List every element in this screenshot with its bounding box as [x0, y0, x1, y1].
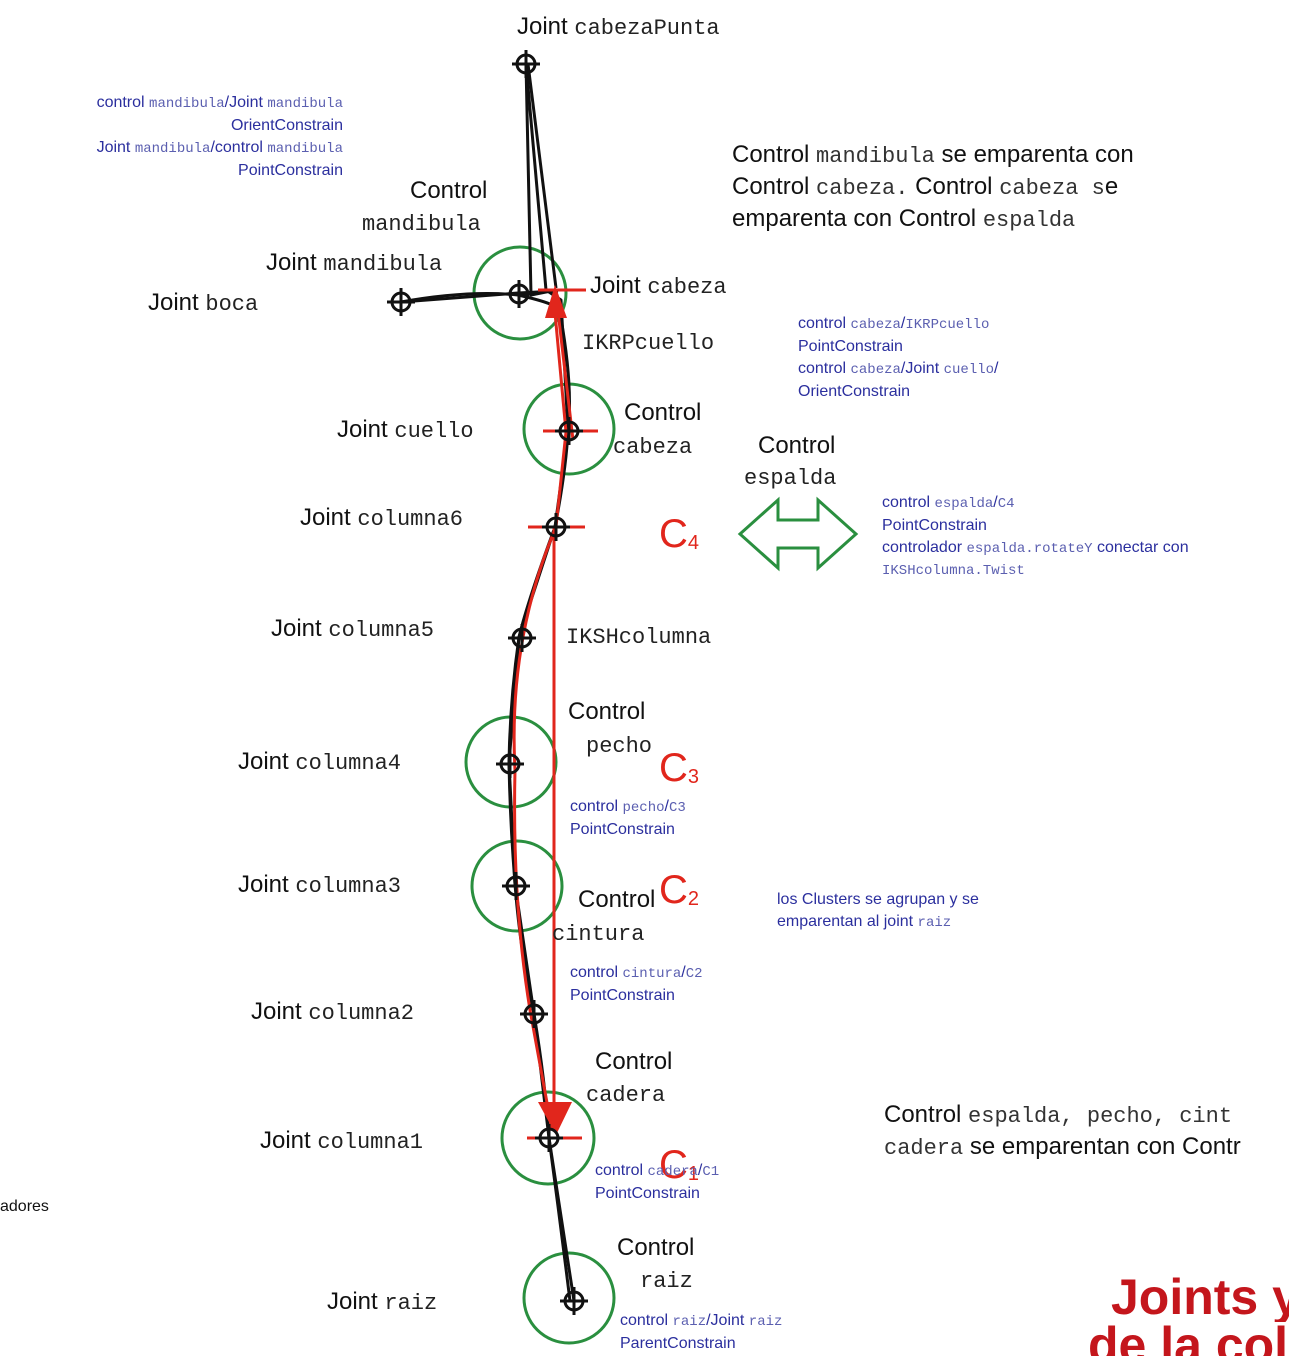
control-label-cadera-word: Control	[595, 1048, 673, 1075]
control-label-cabeza-name: cabeza	[613, 435, 693, 460]
control-circle-raiz[interactable]	[522, 1251, 616, 1345]
control-label-cintura-name: cintura	[552, 922, 645, 947]
joint-word: Joint	[327, 1288, 378, 1315]
joint-name: mandibula	[323, 252, 443, 277]
joint-label-cuello: Joint cuello	[337, 418, 474, 443]
joint-columna6-symbol[interactable]	[540, 511, 572, 543]
ik-handle-rp-label: IKRPcuello	[582, 331, 715, 356]
joint-name: cabezaPunta	[574, 16, 720, 41]
note-cabeza-constraints: control cabeza/IKRPcuello PointConstrain…	[798, 315, 999, 400]
control-label-cadera-name: cadera	[586, 1083, 666, 1108]
joint-label-columna2: Joint columna2	[251, 1000, 414, 1025]
joint-label-raiz: Joint raiz	[327, 1290, 437, 1315]
joint-cuello-symbol[interactable]	[553, 415, 585, 447]
joint-word: Joint	[260, 1127, 311, 1154]
control-espalda-double-arrow[interactable]	[737, 496, 859, 572]
joint-label-columna3: Joint columna3	[238, 873, 401, 898]
joint-raiz-symbol[interactable]	[558, 1285, 590, 1317]
joint-label-columna6: Joint columna6	[300, 506, 463, 531]
joint-columna3-symbol[interactable]	[500, 870, 532, 902]
joint-label-cabezaPunta: Joint cabezaPunta	[517, 15, 720, 40]
control-label-espalda-name: espalda	[744, 466, 837, 491]
control-circle-cintura[interactable]	[470, 839, 564, 933]
joint-name: columna3	[295, 874, 401, 899]
joint-columna2-symbol[interactable]	[518, 998, 550, 1030]
control-label-mandibula-name: mandibula	[362, 212, 481, 237]
joint-word: Joint	[238, 871, 289, 898]
joint-word: Joint	[266, 249, 317, 276]
control-label-cabeza-word: Control	[624, 399, 702, 426]
left-cut-text: adores	[0, 1198, 49, 1215]
cluster-label-c1: C1	[659, 1143, 700, 1187]
joint-word: Joint	[251, 998, 302, 1025]
joint-name: columna1	[317, 1130, 423, 1155]
joint-name: columna2	[308, 1001, 414, 1026]
control-label-pecho-name: pecho	[586, 734, 653, 759]
joint-name: columna6	[357, 507, 463, 532]
joint-word: Joint	[337, 416, 388, 443]
ik-handle-spline-label: IKSHcolumna	[566, 625, 712, 650]
joint-label-columna4: Joint columna4	[238, 750, 401, 775]
control-label-pecho-word: Control	[568, 698, 646, 725]
joint-word: Joint	[300, 504, 351, 531]
joint-word: Joint	[148, 289, 199, 316]
cluster-label-c3: C3	[659, 746, 700, 790]
joint-mandibula-symbol[interactable]	[503, 278, 535, 310]
control-label-espalda-word: Control	[758, 432, 836, 459]
joint-word: Joint	[517, 13, 568, 40]
control-label-raiz-word: Control	[617, 1234, 695, 1261]
joint-word: Joint	[590, 272, 641, 299]
joint-name: cuello	[394, 419, 474, 444]
joint-name: boca	[205, 292, 259, 317]
title-line-2: de la colum	[1088, 1320, 1289, 1356]
joint-columna5-symbol[interactable]	[506, 622, 538, 654]
joint-name: raiz	[384, 1291, 438, 1316]
note-control-hierarchy-top: Control mandibula se emparenta con Contr…	[732, 141, 1134, 233]
joint-label-columna1: Joint columna1	[260, 1129, 423, 1154]
joint-label-cabeza: Joint cabeza	[590, 274, 727, 299]
joint-boca-symbol[interactable]	[385, 286, 417, 318]
joint-label-mandibula: Joint mandibula	[266, 251, 442, 276]
joint-name: columna5	[328, 618, 434, 643]
control-label-mandibula-word: Control	[410, 177, 488, 204]
cluster-label-c4: C4	[659, 512, 700, 556]
note-raiz-constraints: control raiz/Joint raiz ParentConstrain	[620, 1312, 783, 1352]
joint-word: Joint	[238, 748, 289, 775]
joint-columna4-symbol[interactable]	[494, 748, 526, 780]
note-clusters-parenting: los Clusters se agrupan y se emparentan …	[777, 891, 979, 931]
joint-label-boca: Joint boca	[148, 291, 258, 316]
joint-label-columna5: Joint columna5	[271, 617, 434, 642]
control-circles	[464, 245, 616, 1345]
control-circle-cadera[interactable]	[500, 1090, 596, 1186]
note-control-hierarchy-bottom: Control espalda, pecho, cint cadera se e…	[884, 1101, 1241, 1161]
cluster-label-c2: C2	[659, 868, 700, 912]
title-line-1: Joints y c	[1111, 1272, 1289, 1322]
joint-name: columna4	[295, 751, 401, 776]
note-espalda-constraints: control espalda/C4 PointConstrain contro…	[882, 494, 1189, 579]
note-mandibula-constraints: control mandibula/Joint mandibula Orient…	[96, 94, 343, 179]
ik-spline-end-arrow	[538, 1102, 572, 1135]
joint-word: Joint	[271, 615, 322, 642]
note-cintura-constraints: control cintura/C2 PointConstrain	[570, 964, 703, 1004]
control-label-raiz-name: raiz	[640, 1269, 693, 1294]
joint-cabezaPunta-symbol[interactable]	[510, 48, 542, 80]
note-cadera-constraints: control cadera/C1 PointConstrain	[595, 1162, 720, 1202]
control-label-cintura-word: Control	[578, 886, 656, 913]
joint-name: cabeza	[647, 275, 727, 300]
ik-rp-handle-arrow	[545, 285, 567, 318]
note-pecho-constraints: control pecho/C3 PointConstrain	[570, 798, 686, 838]
